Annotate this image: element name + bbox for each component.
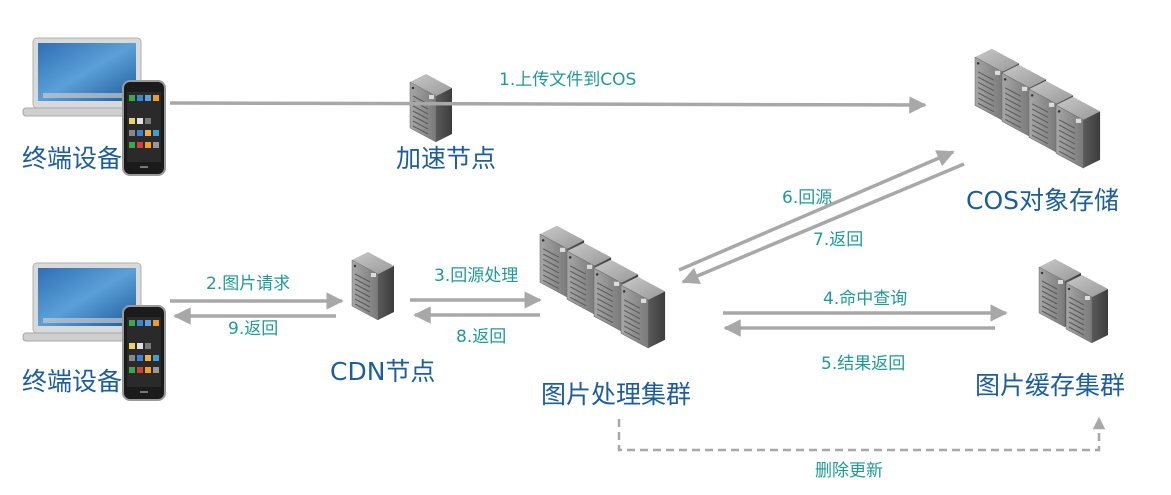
edge-2-label: 2.图片请求 — [206, 274, 291, 294]
edge-1-line — [169, 96, 927, 114]
edge-7-line — [681, 162, 965, 284]
cdn-node-server-icon — [351, 251, 395, 321]
edge-5-label: 5.结果返回 — [821, 354, 906, 374]
edge-10-dashed-line — [617, 416, 1106, 452]
edge-1-label: 1.上传文件到COS — [499, 70, 637, 90]
image-processing-cluster-icon — [539, 225, 666, 349]
edge-9-label: 9.返回 — [228, 319, 279, 339]
edge-7-label: 7.返回 — [813, 230, 864, 250]
image-cache-cluster-label: 图片缓存集群 — [975, 371, 1126, 400]
edge-6-line — [678, 150, 955, 272]
edge-6-label: 6.回源 — [782, 188, 833, 208]
cos-storage-cluster-icon — [974, 48, 1101, 169]
terminal-device-top-label: 终端设备 — [22, 144, 123, 173]
image-processing-cluster-label: 图片处理集群 — [541, 380, 692, 409]
cdn-node-label: CDN节点 — [330, 357, 436, 386]
terminal-device-bottom-label: 终端设备 — [22, 367, 123, 396]
edge-10-label: 删除更新 — [815, 461, 883, 481]
edge-8-label: 8.返回 — [456, 327, 507, 347]
accel-node-label: 加速节点 — [396, 144, 497, 173]
accel-node-server-icon — [409, 73, 453, 143]
edge-3-label: 3.回源处理 — [434, 266, 519, 286]
image-cache-cluster-icon — [1038, 258, 1109, 344]
edge-4-label: 4.命中查询 — [823, 289, 908, 309]
cos-storage-label: COS对象存储 — [966, 186, 1120, 215]
